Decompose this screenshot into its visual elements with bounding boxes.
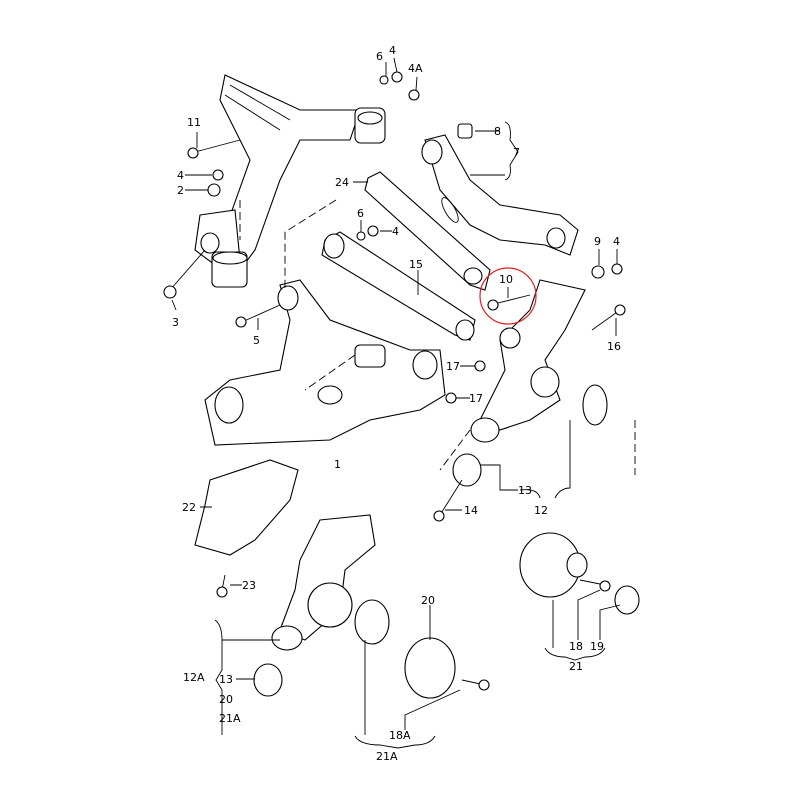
label-4: 4 <box>389 44 396 57</box>
callout-labels: 6 4 4A 11 8 7 4 2 24 6 4 9 4 15 10 3 5 1… <box>172 44 621 763</box>
label-12: 12 <box>534 504 548 517</box>
label-1: 1 <box>334 458 341 471</box>
label-10: 10 <box>499 273 513 286</box>
label-21: 21 <box>569 660 583 673</box>
label-17: 17 <box>469 392 483 405</box>
upper-control-arm <box>421 123 579 256</box>
label-23: 23 <box>242 579 256 592</box>
label-20: 20 <box>421 594 435 607</box>
toe-link <box>364 171 491 291</box>
label-8: 8 <box>494 125 501 138</box>
label-12a: 12A <box>183 671 205 684</box>
wheel-bearing-housing <box>452 279 608 487</box>
label-6: 6 <box>376 50 383 63</box>
leader-lines <box>171 57 621 749</box>
label-6: 6 <box>357 207 364 220</box>
label-7: 7 <box>513 146 520 159</box>
label-18a: 18A <box>389 729 411 742</box>
lower-link <box>321 231 476 341</box>
label-4: 4 <box>613 235 620 248</box>
label-16: 16 <box>607 340 621 353</box>
label-21a: 21A <box>219 712 241 725</box>
label-15: 15 <box>409 258 423 271</box>
label-2: 2 <box>177 184 184 197</box>
label-14: 14 <box>464 504 478 517</box>
label-3: 3 <box>172 316 179 329</box>
assembly-lines <box>239 199 636 475</box>
label-22: 22 <box>182 501 196 514</box>
label-9: 9 <box>594 235 601 248</box>
label-20: 20 <box>219 693 233 706</box>
label-5: 5 <box>253 334 260 347</box>
lower-control-arm <box>204 279 446 446</box>
label-11: 11 <box>187 116 201 129</box>
wheel-carrier-lower <box>253 514 640 699</box>
label-18: 18 <box>569 640 583 653</box>
label-4a: 4A <box>408 62 423 75</box>
highlight-circle <box>479 267 537 325</box>
label-13: 13 <box>219 673 233 686</box>
label-13: 13 <box>518 484 532 497</box>
label-19: 19 <box>590 640 604 653</box>
heat-shield <box>194 459 299 556</box>
label-4: 4 <box>392 225 399 238</box>
label-24: 24 <box>335 176 349 189</box>
bolts <box>163 71 626 691</box>
subframe <box>194 74 386 288</box>
label-21a: 21A <box>376 750 398 763</box>
label-17: 17 <box>446 360 460 373</box>
label-4: 4 <box>177 169 184 182</box>
